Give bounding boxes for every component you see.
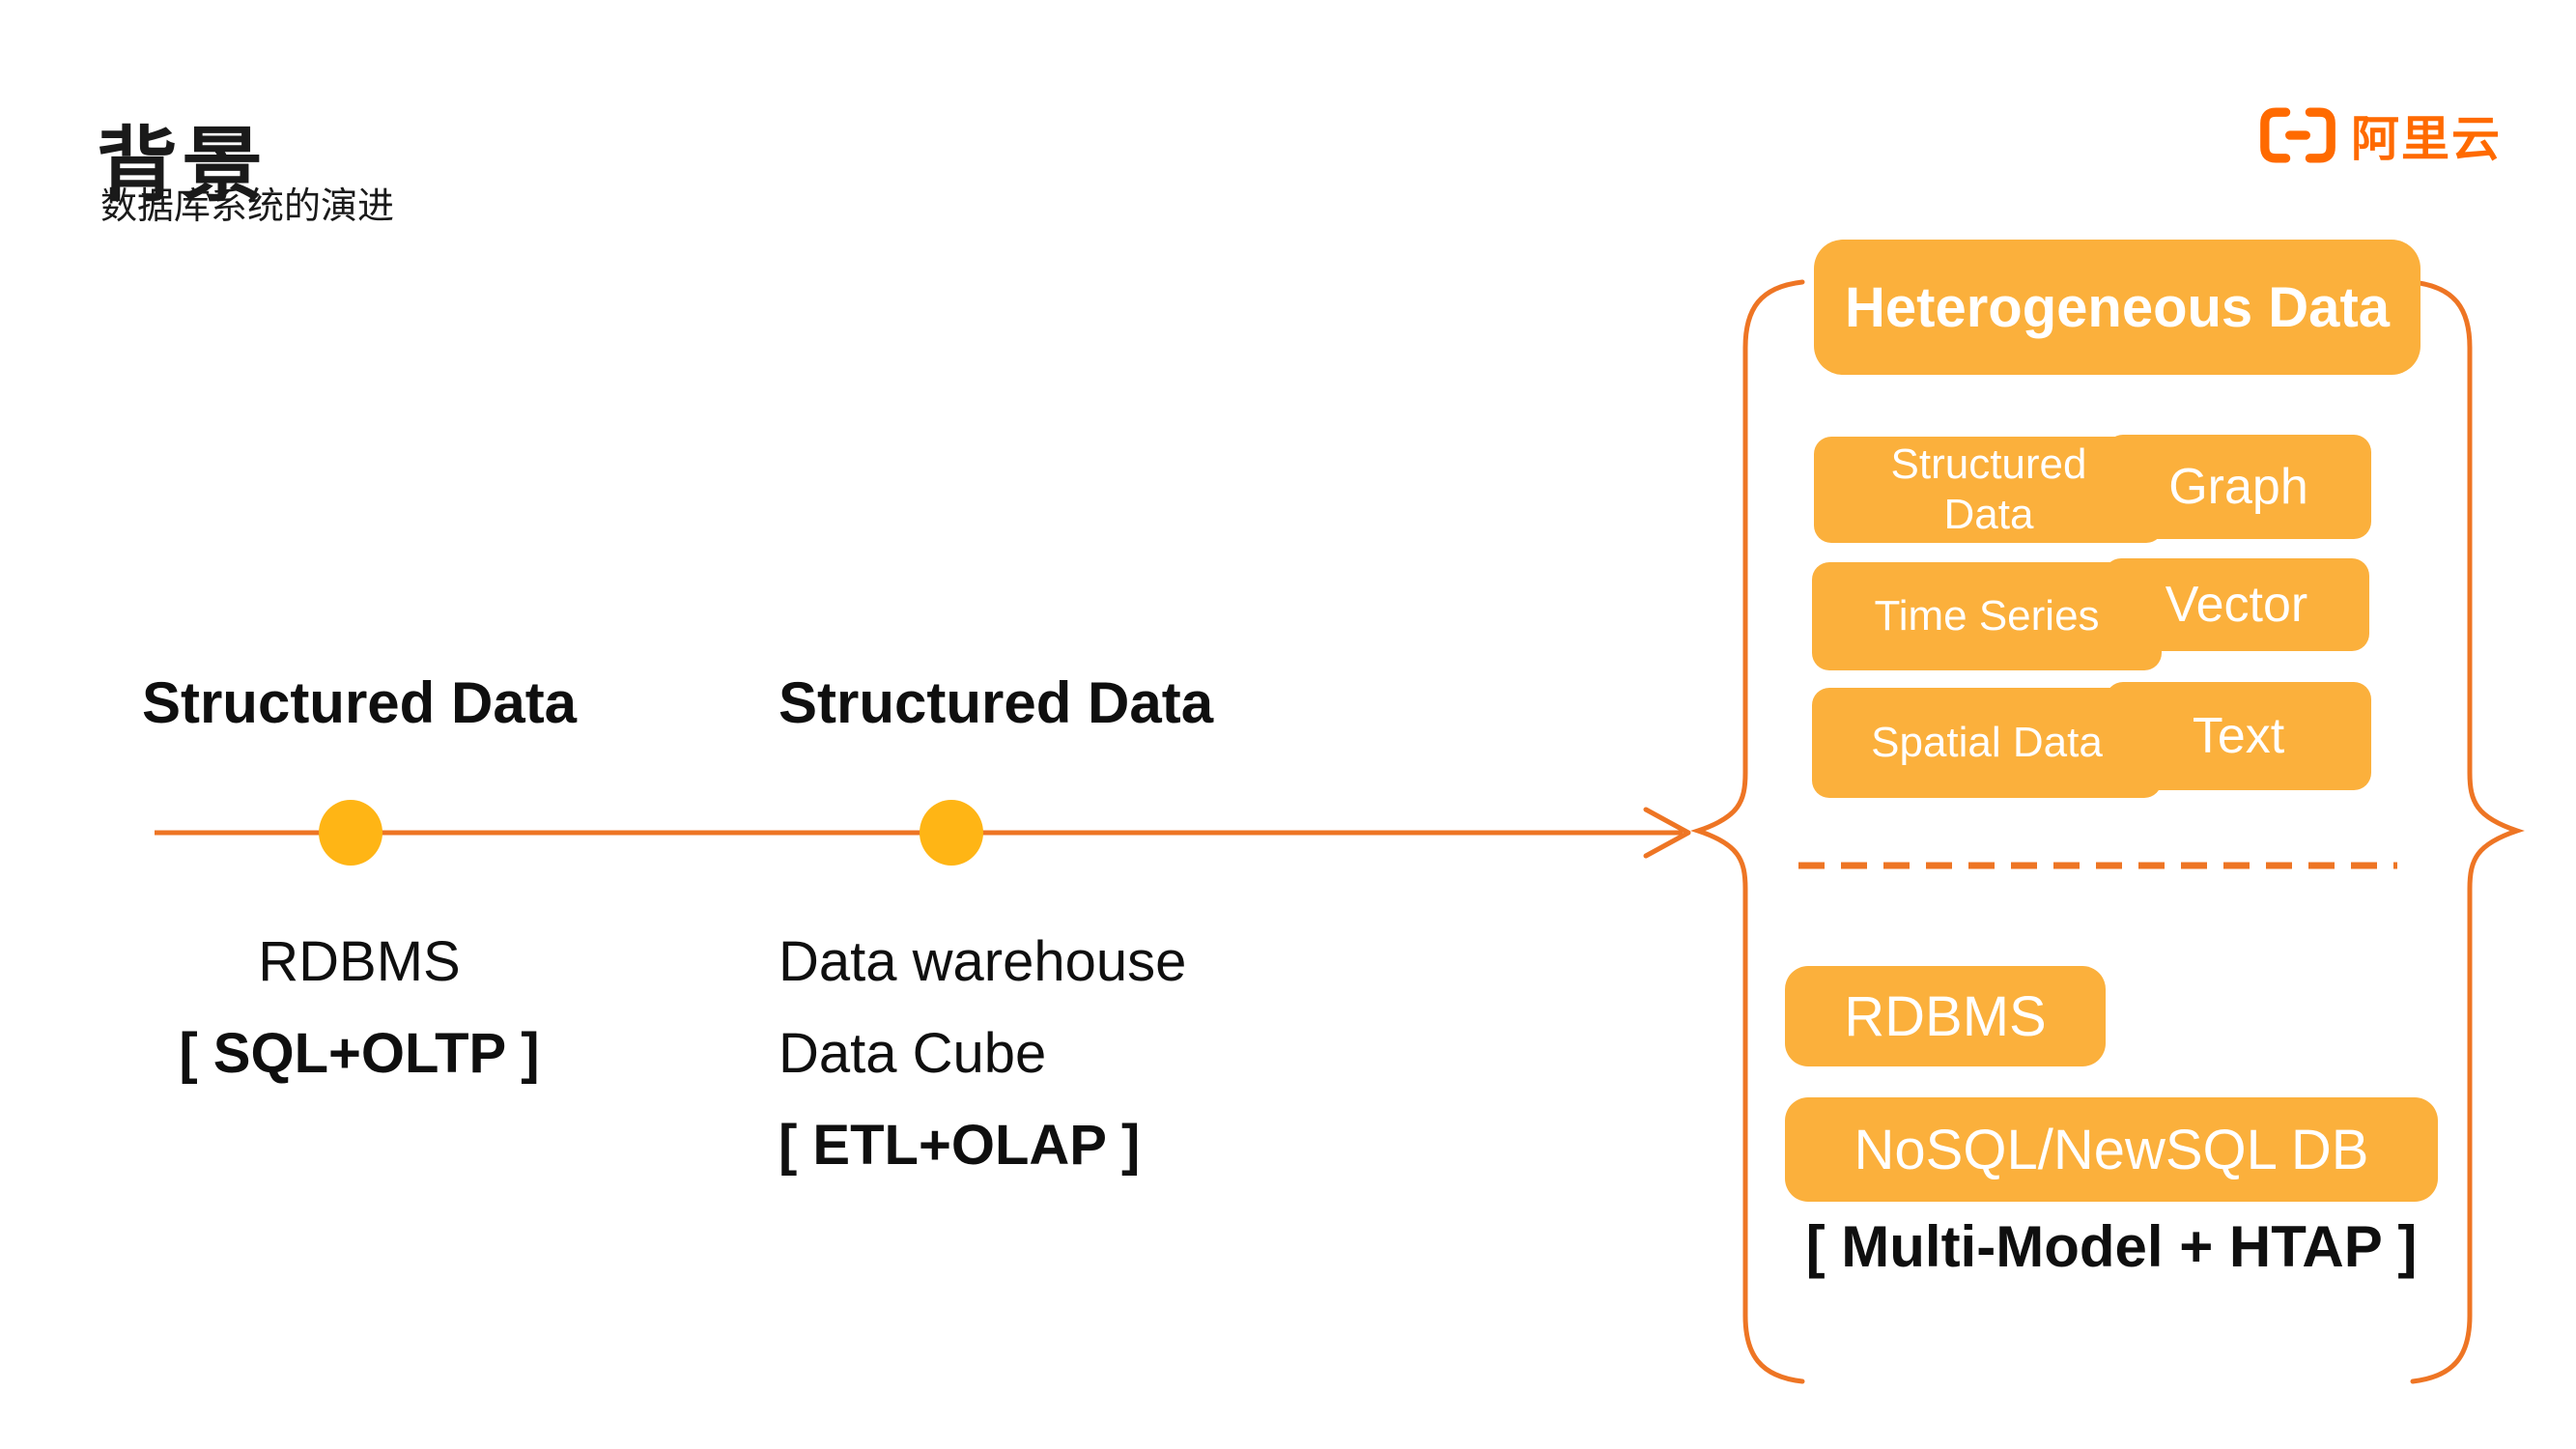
panel-tag-multi-model-htap: [ Multi-Model + HTAP ]	[1805, 1214, 2418, 1279]
alibaba-cloud-logo: 阿里云	[2258, 100, 2502, 170]
milestone-dot-2	[920, 800, 983, 866]
milestone-2-description: Data warehouse Data Cube [ ETL+OLAP ]	[778, 916, 1281, 1191]
system-box-nosql-newsql: NoSQL/NewSQL DB	[1785, 1097, 2438, 1202]
alibaba-cloud-logo-icon	[2260, 107, 2335, 163]
data-type-box-vector: Vector	[2104, 558, 2369, 651]
milestone-2-tag: [ ETL+OLAP ]	[778, 1114, 1141, 1177]
alibaba-cloud-logo-text: 阿里云	[2351, 112, 2502, 166]
milestone-2-line-2: Data Cube	[778, 1022, 1047, 1085]
heterogeneous-data-header: Heterogeneous Data	[1814, 240, 2420, 375]
data-type-box-text: Text	[2106, 682, 2371, 790]
milestone-1-title: Structured Data	[141, 670, 578, 735]
milestone-dot-1	[319, 800, 382, 866]
right-curly-brace	[2410, 279, 2525, 1384]
timeline-arrow-icon	[1643, 807, 1691, 859]
data-type-box-time-series: Time Series	[1812, 562, 2162, 670]
milestone-2-line-1: Data warehouse	[778, 930, 1187, 993]
data-type-box-spatial-data: Spatial Data	[1812, 688, 2162, 798]
page-title: 背景	[97, 120, 268, 212]
system-box-rdbms: RDBMS	[1785, 966, 2106, 1066]
milestone-1-tag: [ SQL+OLTP ]	[179, 1022, 540, 1085]
milestone-1-description: RDBMS [ SQL+OLTP ]	[137, 916, 581, 1099]
milestone-2-title: Structured Data	[778, 670, 1214, 735]
page-subtitle: 数据库系统的演进	[100, 186, 395, 227]
data-type-box-structured-data: Structured Data	[1814, 437, 2164, 543]
data-type-box-graph: Graph	[2106, 435, 2371, 539]
left-curly-brace	[1690, 279, 1805, 1384]
milestone-1-line-1: RDBMS	[258, 930, 461, 993]
